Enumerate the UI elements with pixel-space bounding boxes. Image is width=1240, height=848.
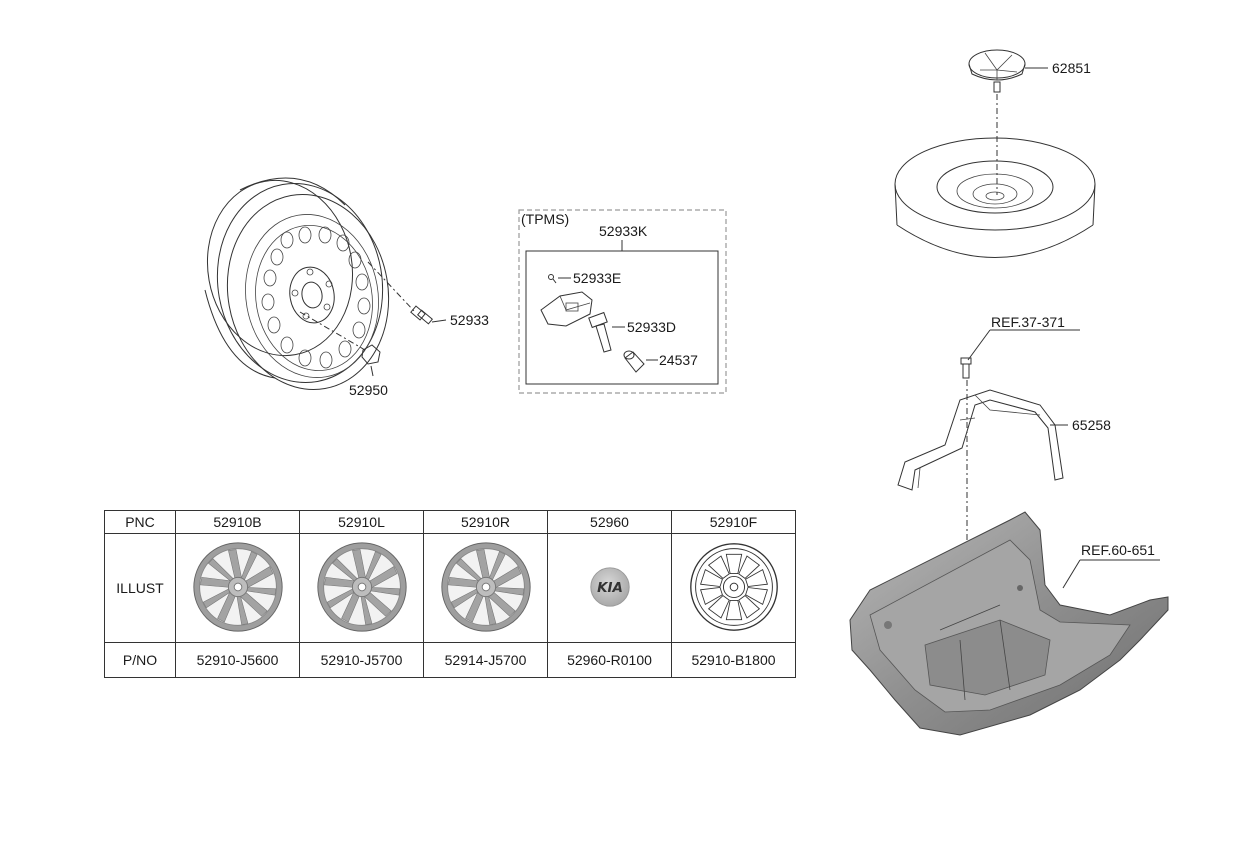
valve-stem-icon <box>410 305 447 325</box>
tpms-group-box <box>518 209 727 394</box>
row-header-pnc: PNC <box>104 510 176 534</box>
steel-wheel-drawing <box>204 177 416 391</box>
table-row-illust: ILLUST <box>104 533 796 643</box>
row-header-illust: ILLUST <box>104 533 176 643</box>
alloy-wheel-icon <box>192 541 283 632</box>
illust-cell <box>175 533 300 643</box>
ref-37-371: REF.37-371 <box>991 314 1065 330</box>
steel-wheel-icon <box>689 542 778 631</box>
callout-52933: 52933 <box>450 312 489 328</box>
valve-cap-icon <box>623 350 645 373</box>
pnc-cell: 52960 <box>547 510 672 534</box>
spare-tire-holder-icon <box>968 49 1026 93</box>
ref-60-651: REF.60-651 <box>1081 542 1155 558</box>
luggage-tray-drawing <box>849 511 1169 736</box>
tpms-sensor-icon <box>540 291 593 327</box>
callout-52933D: 52933D <box>627 319 676 335</box>
pnc-cell: 52910L <box>299 510 424 534</box>
tpms-valve-icon <box>588 311 612 353</box>
pno-cell: 52910-J5600 <box>175 642 300 678</box>
callout-62851: 62851 <box>1052 60 1091 76</box>
callout-52933K: 52933K <box>599 223 648 239</box>
pno-cell: 52914-J5700 <box>423 642 548 678</box>
bolt-icon <box>960 357 972 379</box>
table-row-pnc: PNC 52910B 52910L 52910R 52960 52910F <box>104 510 796 534</box>
pnc-cell: 52910R <box>423 510 548 534</box>
alloy-wheel-icon <box>440 541 531 632</box>
illust-cell <box>671 533 796 643</box>
tpms-screw-icon <box>548 274 557 284</box>
pno-cell: 52910-B1800 <box>671 642 796 678</box>
tpms-kit-box <box>525 250 719 385</box>
callout-65258: 65258 <box>1072 417 1111 433</box>
table-row-pno: P/NO 52910-J5600 52910-J5700 52914-J5700… <box>104 642 796 678</box>
illust-cell <box>423 533 548 643</box>
row-header-pno: P/NO <box>104 642 176 678</box>
pnc-cell: 52910F <box>671 510 796 534</box>
wheel-options-table: PNC 52910B 52910L 52910R 52960 52910F IL… <box>104 510 796 678</box>
illust-cell <box>299 533 424 643</box>
pno-cell: 52960-R0100 <box>547 642 672 678</box>
spare-tire-bracket-icon <box>897 389 1064 491</box>
kia-center-cap-icon: KIA <box>589 566 630 607</box>
tpms-group-label: (TPMS) <box>521 211 569 227</box>
callout-52933E: 52933E <box>573 270 621 286</box>
spare-tire-drawing <box>894 137 1096 258</box>
pnc-cell: 52910B <box>175 510 300 534</box>
illust-cell: KIA <box>547 533 672 643</box>
wheel-nut-icon <box>361 344 381 377</box>
alloy-wheel-icon <box>316 541 407 632</box>
callout-24537: 24537 <box>659 352 698 368</box>
kia-logo: KIA <box>597 580 623 595</box>
pno-cell: 52910-J5700 <box>299 642 424 678</box>
callout-52950: 52950 <box>349 382 388 398</box>
